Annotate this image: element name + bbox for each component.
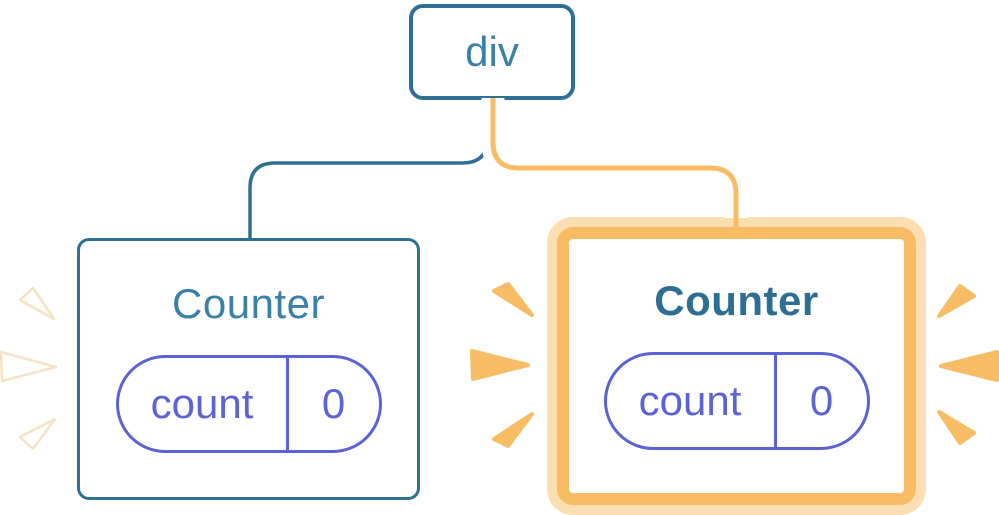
state-pill-right: count 0	[603, 352, 870, 450]
spark-icon	[0, 350, 58, 383]
spark-icon	[492, 282, 534, 317]
spark-icon	[18, 286, 56, 321]
state-key-left: count	[119, 358, 289, 450]
spark-icon	[937, 410, 976, 445]
counter-card-left-title: Counter	[172, 280, 325, 327]
state-pill-left: count 0	[115, 355, 382, 453]
spark-icon	[937, 284, 976, 318]
counter-card-left: Counter count 0	[77, 238, 420, 500]
counter-card-right-highlighted: Counter count 0	[557, 227, 916, 505]
tree-node-div: div	[409, 4, 575, 100]
connector-left-blue	[248, 98, 489, 240]
spark-icon	[939, 350, 999, 382]
counter-card-right-title: Counter	[654, 277, 819, 324]
state-value-right: 0	[809, 377, 834, 424]
spark-icon	[492, 412, 534, 448]
connector-right-casing	[481, 98, 748, 218]
connector-right-orange	[490, 98, 739, 235]
tree-node-div-label: div	[465, 28, 519, 75]
state-key-right: count	[607, 355, 777, 447]
spark-icon	[470, 349, 530, 381]
state-value-left: 0	[321, 380, 346, 427]
spark-icon	[18, 417, 57, 451]
